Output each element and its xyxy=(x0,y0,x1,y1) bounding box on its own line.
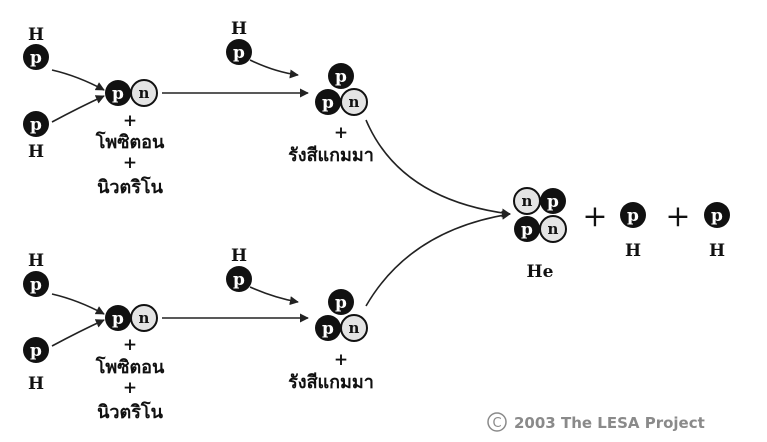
proton-symbol: p xyxy=(112,84,124,104)
proton-symbol: p xyxy=(322,93,334,113)
hydrogen-label: H xyxy=(231,246,247,266)
arrow-bottom-h2-to-deuterium xyxy=(51,319,105,347)
proton-symbol: p xyxy=(711,206,723,226)
neutron-symbol: n xyxy=(139,309,150,327)
gamma-ray-label: รังสีแกมมา xyxy=(288,145,374,166)
positron-label: โพซิตอน xyxy=(95,131,165,153)
hydrogen-label: H xyxy=(625,241,641,261)
proton: p xyxy=(23,111,49,137)
proton: p xyxy=(620,202,646,228)
proton-symbol: p xyxy=(112,309,124,329)
positron-label: โพซิตอน xyxy=(95,356,165,378)
helium-label: He xyxy=(527,262,554,282)
hydrogen-label: H xyxy=(28,25,44,45)
plus-sign: + xyxy=(334,123,348,143)
arrow-bottom-h1-to-deuterium xyxy=(51,293,105,315)
credit-text: 2003 The LESA Project xyxy=(514,414,705,432)
hydrogen-label: H xyxy=(709,241,725,261)
copyright-symbol: C xyxy=(492,416,501,431)
neutron-symbol: n xyxy=(349,93,360,111)
neutrino-label: นิวตริโน xyxy=(97,401,163,423)
helium-4-nucleus: n p p n xyxy=(513,187,567,243)
gamma-ray-label: รังสีแกมมา xyxy=(288,372,374,393)
neutron-symbol: n xyxy=(139,84,150,102)
copyright-credit: C 2003 The LESA Project xyxy=(487,412,705,432)
top-branch: H p p H n p + โพซิตอน + นิวตริโน H p xyxy=(23,19,374,198)
arrow-top-he3-to-he4 xyxy=(365,119,511,218)
products: n p p n He + p H + p H xyxy=(513,187,730,282)
plus-sign: + xyxy=(123,378,137,398)
proton-symbol: p xyxy=(322,319,334,339)
plus-sign: + xyxy=(665,199,690,234)
proton-symbol: p xyxy=(233,270,245,290)
proton: p xyxy=(226,266,252,292)
arrow-top-h2-to-deuterium xyxy=(51,95,105,123)
proton: p xyxy=(23,271,49,297)
proton-symbol: p xyxy=(547,192,559,212)
proton-symbol: p xyxy=(521,220,533,240)
proton-symbol: p xyxy=(627,206,639,226)
arrow-bottom-h-to-he3 xyxy=(249,286,299,306)
hydrogen-label: H xyxy=(28,374,44,394)
proton-symbol: p xyxy=(335,293,347,313)
proton-symbol: p xyxy=(233,43,245,63)
helium-3-nucleus: p n p xyxy=(315,63,368,116)
proton-symbol: p xyxy=(30,115,42,135)
deuterium-nucleus: n p xyxy=(105,304,158,332)
proton-symbol: p xyxy=(335,67,347,87)
proton-symbol: p xyxy=(30,341,42,361)
proton-symbol: p xyxy=(30,48,42,68)
plus-sign: + xyxy=(123,153,137,173)
neutron-symbol: n xyxy=(522,192,533,210)
arrow-top-h-to-he3 xyxy=(249,59,299,79)
plus-sign: + xyxy=(123,335,137,355)
proton: p xyxy=(226,39,252,65)
deuterium-nucleus: n p xyxy=(105,79,158,107)
neutrino-label: นิวตริโน xyxy=(97,176,163,198)
helium-3-nucleus: p n p xyxy=(315,289,368,342)
neutron-symbol: n xyxy=(548,220,559,238)
arrow-bottom-he3-to-he4 xyxy=(365,210,511,307)
reaction-arrows xyxy=(51,59,511,347)
hydrogen-label: H xyxy=(28,251,44,271)
plus-sign: + xyxy=(582,199,607,234)
neutron-symbol: n xyxy=(349,319,360,337)
proton: p xyxy=(23,44,49,70)
proton-symbol: p xyxy=(30,275,42,295)
arrow-top-h1-to-deuterium xyxy=(51,69,105,91)
hydrogen-label: H xyxy=(28,142,44,162)
plus-sign: + xyxy=(334,350,348,370)
proton: p xyxy=(23,337,49,363)
bottom-branch: H p p H n p + โพซิตอน + นิวตริโน H p p xyxy=(23,246,374,423)
plus-sign: + xyxy=(123,111,137,131)
hydrogen-label: H xyxy=(231,19,247,39)
proton: p xyxy=(704,202,730,228)
